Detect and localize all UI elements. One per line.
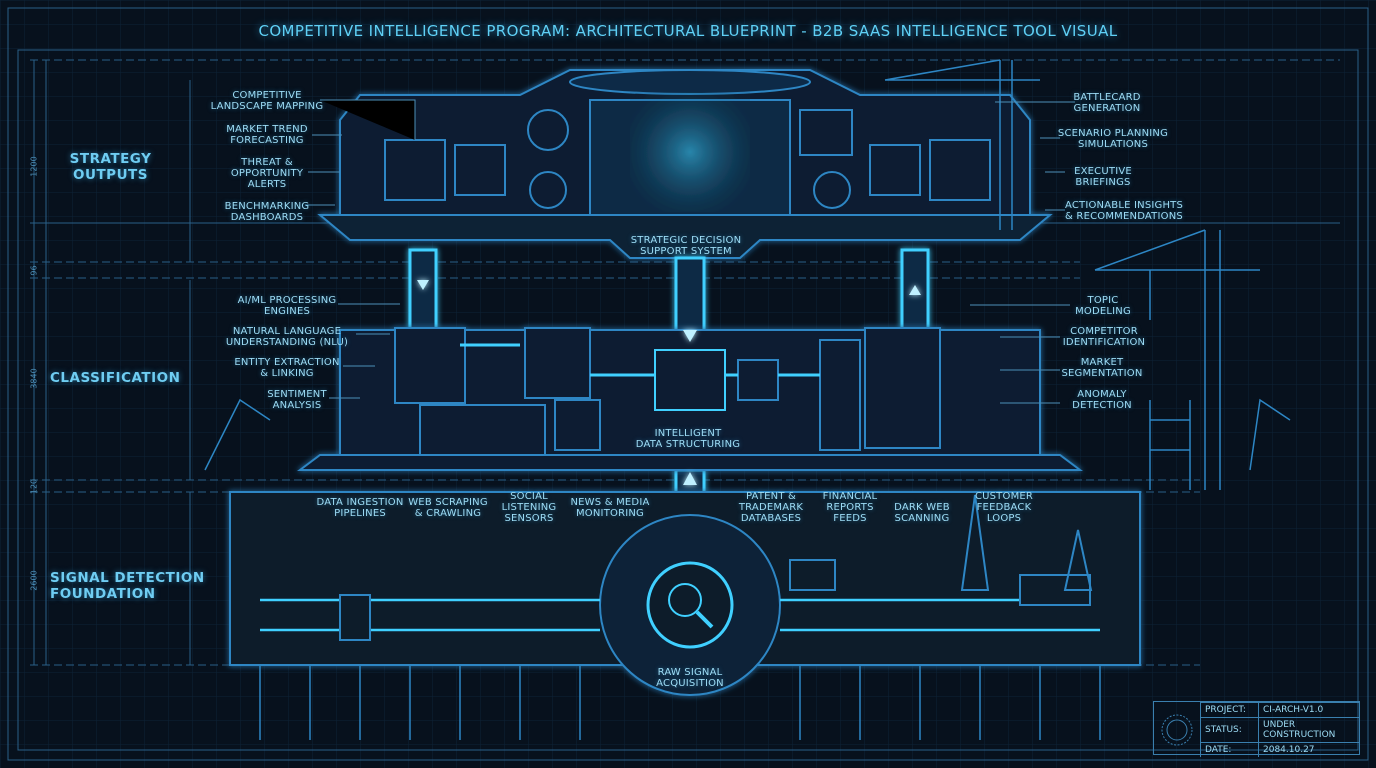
label-scenario-planning: SCENARIO PLANNING SIMULATIONS: [1057, 128, 1169, 150]
label-actionable-insights: ACTIONABLE INSIGHTS & RECOMMENDATIONS: [1064, 200, 1184, 222]
label-benchmarking: BENCHMARKING DASHBOARDS: [224, 201, 310, 223]
label-social-listening: SOCIAL LISTENING SENSORS: [501, 491, 557, 524]
label-web-scraping: WEB SCRAPING & CRAWLING: [408, 497, 488, 519]
label-anomaly-detection: ANOMALY DETECTION: [1072, 389, 1132, 411]
page-title: COMPETITIVE INTELLIGENCE PROGRAM: ARCHIT…: [258, 22, 1118, 40]
dimension-label: 96: [29, 265, 39, 276]
label-threat-alerts: THREAT & OPPORTUNITY ALERTS: [230, 157, 304, 190]
dimension-label: 120: [29, 478, 39, 495]
label-executive-briefings: EXECUTIVE BRIEFINGS: [1074, 166, 1132, 188]
label-raw-signal: RAW SIGNAL ACQUISITION: [656, 667, 724, 689]
label-battlecard: BATTLECARD GENERATION: [1073, 92, 1141, 114]
label-aiml-engines: AI/ML PROCESSING ENGINES: [237, 295, 337, 317]
label-entity-extraction: ENTITY EXTRACTION & LINKING: [234, 357, 340, 379]
date-value: 2084.10.27: [1258, 742, 1359, 757]
status-label: STATUS:: [1200, 717, 1258, 742]
seal-icon: [1154, 702, 1200, 757]
label-nlu: NATURAL LANGUAGE UNDERSTANDING (NLU): [225, 326, 349, 348]
project-value: CI-ARCH-V1.0: [1258, 702, 1359, 717]
label-data-ingestion: DATA INGESTION PIPELINES: [316, 497, 404, 519]
title-block: PROJECT: CI-ARCH-V1.0 STATUS: UNDER CONS…: [1153, 701, 1360, 757]
dimension-label: 3840: [29, 368, 39, 389]
label-sentiment: SENTIMENT ANALYSIS: [267, 389, 327, 411]
section-strategy-outputs: STRATEGY OUTPUTS: [69, 151, 152, 183]
label-decision-support: STRATEGIC DECISION SUPPORT SYSTEM: [630, 235, 742, 257]
dimension-label: 1200: [29, 156, 39, 177]
label-trend-forecasting: MARKET TREND FORECASTING: [226, 124, 308, 146]
section-classification: CLASSIFICATION: [50, 370, 181, 386]
label-market-segmentation: MARKET SEGMENTATION: [1061, 357, 1143, 379]
label-topic-modeling: TOPIC MODELING: [1075, 295, 1131, 317]
project-label: PROJECT:: [1200, 702, 1258, 717]
label-financial-reports: FINANCIAL REPORTS FEEDS: [822, 491, 878, 524]
label-dark-web: DARK WEB SCANNING: [894, 502, 950, 524]
label-data-structuring: INTELLIGENT DATA STRUCTURING: [635, 428, 741, 450]
section-signal-detection: SIGNAL DETECTION FOUNDATION: [50, 570, 205, 602]
label-news-media: NEWS & MEDIA MONITORING: [570, 497, 650, 519]
date-label: DATE:: [1200, 742, 1258, 757]
label-competitor-id: COMPETITOR IDENTIFICATION: [1062, 326, 1146, 348]
label-patent-trademark: PATENT & TRADEMARK DATABASES: [738, 491, 804, 524]
dimension-label: 2600: [29, 570, 39, 591]
label-customer-feedback: CUSTOMER FEEDBACK LOOPS: [974, 491, 1034, 524]
status-value: UNDER CONSTRUCTION: [1258, 717, 1359, 742]
label-landscape-mapping: COMPETITIVE LANDSCAPE MAPPING: [210, 90, 324, 112]
